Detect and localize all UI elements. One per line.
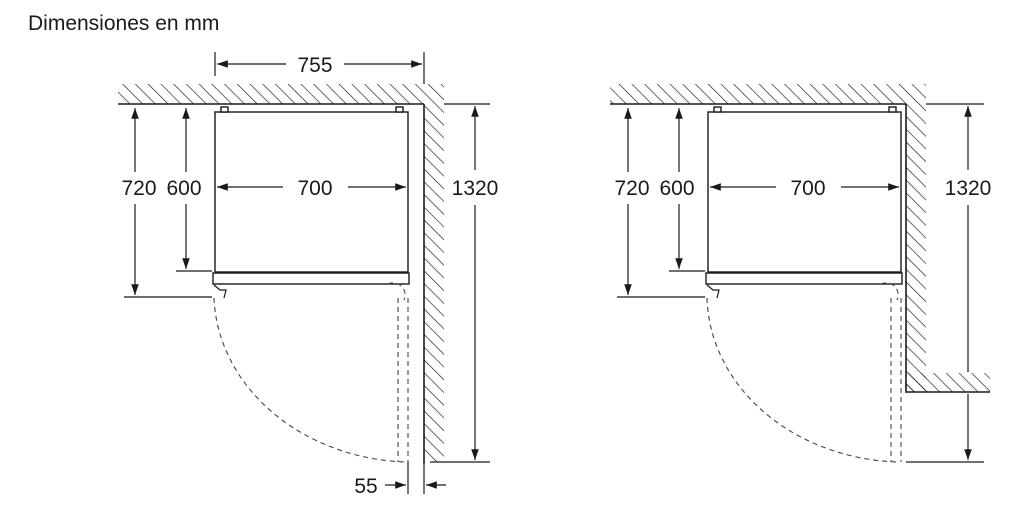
door-swing-arc-right xyxy=(706,297,899,463)
top-wall-hatch-right xyxy=(610,84,926,104)
door-hinge xyxy=(213,284,227,299)
cabinet-foot-left-right xyxy=(713,106,722,113)
side-wall-hatch-right xyxy=(906,104,926,392)
label-open-door-depth-right: 1320 xyxy=(945,177,992,200)
lower-wall-hatch-right xyxy=(906,373,990,392)
label-depth-with-door: 720 xyxy=(121,177,156,200)
door-hinge-right xyxy=(706,284,720,299)
door-open-arc xyxy=(387,282,406,301)
cabinet-foot-right xyxy=(395,106,404,113)
label-cabinet-width-right: 700 xyxy=(790,177,825,200)
left-view: 755 700 720 600 1320 55 xyxy=(118,52,498,498)
cabinet-foot-right-right xyxy=(888,106,897,113)
cabinet-door-right xyxy=(705,272,903,285)
label-depth-with-door-right: 720 xyxy=(614,177,649,200)
label-overall-width: 755 xyxy=(297,54,332,77)
label-cabinet-depth-right: 600 xyxy=(659,177,694,200)
label-open-door-depth: 1320 xyxy=(452,177,499,200)
cabinet-door xyxy=(212,272,410,285)
door-swing-arc xyxy=(213,297,406,463)
label-cabinet-depth: 600 xyxy=(166,177,201,200)
side-wall-edge-right xyxy=(905,104,990,393)
door-open-arc-right xyxy=(880,282,899,301)
label-cabinet-width: 700 xyxy=(297,177,332,200)
cabinet-body-right xyxy=(707,111,902,273)
right-view: 700 720 600 1320 xyxy=(610,84,992,463)
top-wall-hatch xyxy=(118,84,444,104)
label-wall-clearance: 55 xyxy=(354,475,377,498)
side-wall-hatch xyxy=(424,104,444,462)
page-title: Dimensiones en mm xyxy=(28,12,220,35)
cabinet-foot-left xyxy=(220,106,229,113)
cabinet-body xyxy=(214,111,409,273)
